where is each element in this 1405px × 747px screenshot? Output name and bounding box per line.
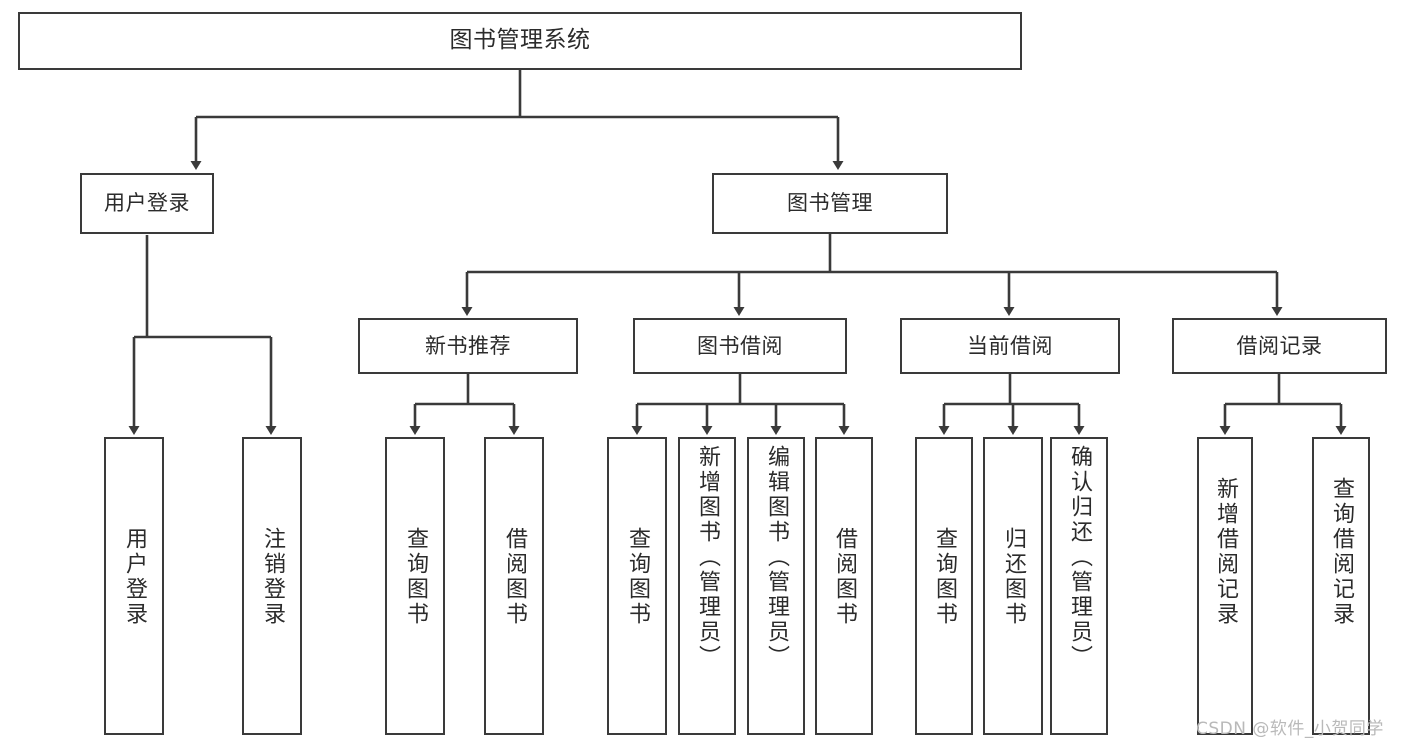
node-user-login[interactable]: 用户登录 <box>80 173 214 234</box>
watermark: CSDN @软件_小贺同学 <box>1196 719 1384 739</box>
leaf-record-add[interactable]: 新增借阅记录 <box>1197 437 1253 735</box>
node-root-label: 图书管理系统 <box>449 27 591 54</box>
node-book-borrow[interactable]: 图书借阅 <box>633 318 847 374</box>
leaf-user-login-login-label: 用户登录 <box>122 527 147 627</box>
node-user-login-label: 用户登录 <box>104 191 190 216</box>
leaf-borrow-edit-book[interactable]: 编辑图书（管理员） <box>747 437 805 735</box>
leaf-borrow-query-book[interactable]: 查询图书 <box>607 437 667 735</box>
node-new-book-recommend-label: 新书推荐 <box>425 333 511 358</box>
node-borrow-record-label: 借阅记录 <box>1236 333 1323 358</box>
leaf-new-book-borrow-label: 借阅图书 <box>502 527 527 627</box>
leaf-new-book-borrow[interactable]: 借阅图书 <box>484 437 544 735</box>
leaf-borrow-add-book-label: 新增图书（管理员） <box>695 445 720 670</box>
leaf-current-return-book-label: 归还图书 <box>1001 527 1026 627</box>
leaf-current-return-book[interactable]: 归还图书 <box>983 437 1043 735</box>
leaf-current-query-book[interactable]: 查询图书 <box>915 437 973 735</box>
leaf-current-confirm-return[interactable]: 确认归还（管理员） <box>1050 437 1108 735</box>
node-book-borrow-label: 图书借阅 <box>697 333 783 358</box>
leaf-borrow-query-book-label: 查询图书 <box>625 527 650 627</box>
node-current-borrow-label: 当前借阅 <box>967 333 1053 358</box>
leaf-user-login-login[interactable]: 用户登录 <box>104 437 164 735</box>
leaf-new-book-query-label: 查询图书 <box>403 527 428 627</box>
node-current-borrow[interactable]: 当前借阅 <box>900 318 1120 374</box>
leaf-current-query-book-label: 查询图书 <box>932 527 957 627</box>
leaf-record-query-label: 查询借阅记录 <box>1329 477 1354 627</box>
node-book-management[interactable]: 图书管理 <box>712 173 948 234</box>
leaf-new-book-query[interactable]: 查询图书 <box>385 437 445 735</box>
leaf-borrow-borrow-book[interactable]: 借阅图书 <box>815 437 873 735</box>
node-new-book-recommend[interactable]: 新书推荐 <box>358 318 578 374</box>
leaf-record-query[interactable]: 查询借阅记录 <box>1312 437 1370 735</box>
leaf-record-add-label: 新增借阅记录 <box>1213 477 1238 627</box>
leaf-user-login-logout-label: 注销登录 <box>260 527 285 627</box>
leaf-user-login-logout[interactable]: 注销登录 <box>242 437 302 735</box>
node-borrow-record[interactable]: 借阅记录 <box>1172 318 1387 374</box>
leaf-borrow-add-book[interactable]: 新增图书（管理员） <box>678 437 736 735</box>
leaf-borrow-borrow-book-label: 借阅图书 <box>832 527 857 627</box>
leaf-borrow-edit-book-label: 编辑图书（管理员） <box>764 445 789 670</box>
node-root[interactable]: 图书管理系统 <box>18 12 1022 70</box>
leaf-current-confirm-return-label: 确认归还（管理员） <box>1067 445 1092 670</box>
node-book-management-label: 图书管理 <box>787 191 873 216</box>
